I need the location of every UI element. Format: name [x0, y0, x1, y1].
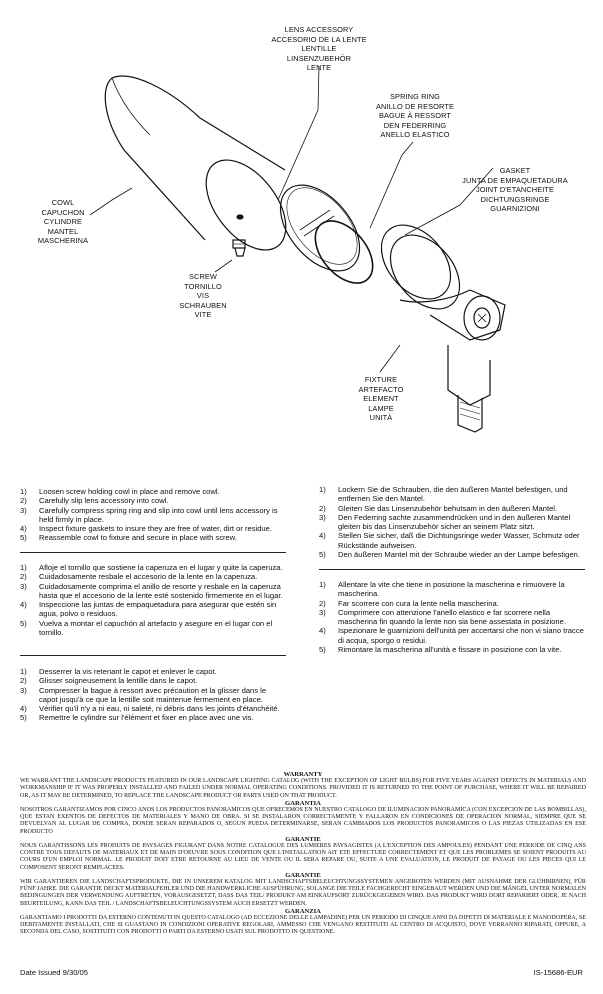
lens-leader [277, 65, 320, 201]
screw-leader [214, 259, 233, 273]
list-item: 4)Inspeccione las juntas de empaquetadur… [20, 600, 277, 619]
instructions-german: 1)Lockern Sie die Schrauben, die den äuß… [319, 485, 585, 559]
warranty-heading: GARANTIE [285, 871, 321, 879]
cowl-leader [89, 187, 133, 216]
spring-ring-shape [314, 220, 374, 284]
list-item: 3)Cuidadosamente comprima el anillo de r… [20, 581, 283, 600]
list-item: 5)Rimontare la mascherina all'unità e fi… [319, 645, 562, 655]
instructions-english: 1)Loosen screw holding cowl in place and… [20, 487, 285, 543]
list-item: 2)Far scorrere con cura la lente nella m… [319, 598, 499, 608]
list-item: 3)Compresser la bague à ressort avec pré… [20, 685, 267, 704]
warranty-text: GARANTIAMO I PRODOTTI DA ESTERNO CONTENU… [20, 915, 586, 936]
warranty-text: NOSOTROS GARANTIZAMOS POR CINCO ANOS LOS… [20, 807, 586, 835]
divider [319, 569, 585, 570]
list-item: 5)Den äußeren Mantel mit der Schraube wi… [319, 550, 580, 560]
warranty-text: WE WARRANT THE LANDSCAPE PRODUCTS FEATUR… [20, 778, 586, 799]
list-item: 1)Desserrer la vis retenant le capot et … [20, 667, 217, 676]
list-item: 3)Comprimere con attenzione l'anello ela… [319, 607, 566, 627]
warranty-heading: WARRANTY [283, 771, 323, 778]
list-item: 1)Allentare la vite che tiene in posizio… [319, 580, 565, 599]
divider [20, 655, 286, 656]
list-item: 3)Carefully compress spring ring and sli… [20, 505, 278, 524]
list-item: 1)Afloje el tornillo que sostiene la cap… [20, 563, 283, 572]
list-item: 2)Carefully slip lens accessory into cow… [20, 496, 169, 506]
divider [20, 552, 286, 553]
screw-shape [232, 239, 246, 257]
list-item: 5)Remettre le cylindre sur l'élément et … [20, 713, 254, 723]
warranty-text: NOUS GARANTISSONS LES PRODUITS DE PAYSAG… [20, 843, 586, 871]
date-issued: Date Issued 9/30/05 [20, 968, 88, 977]
warranty-text: WIR GARANTIEREN DIE LANDSCHAFTSPRODUKTE,… [20, 879, 586, 907]
list-item: 4)Ispezionare le guarnizioni dell'unità … [319, 626, 584, 645]
warranty-heading: GARANTIE [285, 835, 321, 843]
list-item: 1)Lockern Sie die Schrauben, die den äuß… [319, 485, 568, 504]
warranty-heading: GARANTIA [285, 799, 321, 807]
list-item: 3)Den Federring sachte zusammendrücken u… [319, 512, 571, 532]
list-item: 2)Cuidadosamente resbale el accesorio de… [20, 572, 258, 582]
fixture-leader [379, 344, 401, 373]
lens-shape [279, 184, 361, 272]
list-item: 4)Inspect fixture gaskets to insure they… [20, 524, 272, 534]
list-item: 4)Vérifier qu'il n'y a ni eau, ni saleté… [20, 704, 280, 714]
list-item: 2)Gleiten Sie das Linsenzubehör behutsam… [319, 503, 558, 513]
gasket-leader [404, 167, 494, 236]
spring-leader [369, 141, 414, 229]
fixture-shape [380, 224, 506, 433]
warranty-section: WARRANTY WE WARRANT THE LANDSCAPE PRODUC… [20, 771, 586, 937]
exploded-diagram [89, 65, 506, 433]
list-item: 1)Loosen screw holding cowl in place and… [20, 487, 220, 496]
instructions-french: 1)Desserrer la vis retenant le capot et … [20, 667, 285, 723]
warranty-heading: GARANZIA [285, 907, 321, 915]
list-item: 4)Stellen Sie sicher, daß die Dichtungsr… [319, 531, 580, 550]
list-item: 2)Glisser soigneusement la lentille dans… [20, 676, 198, 686]
instructions-italian: 1)Allentare la vite che tiene in posizio… [319, 580, 585, 654]
list-item: 5)Reassemble cowl to fixture and secure … [20, 533, 237, 543]
cowl-shape [104, 75, 287, 251]
list-item: 5)Vuelva a montar el capuchón al artefac… [20, 618, 273, 638]
instructions-spanish: 1)Afloje el tornillo que sostiene la cap… [20, 563, 285, 637]
document-code: IS-15686-EUR [533, 968, 583, 977]
